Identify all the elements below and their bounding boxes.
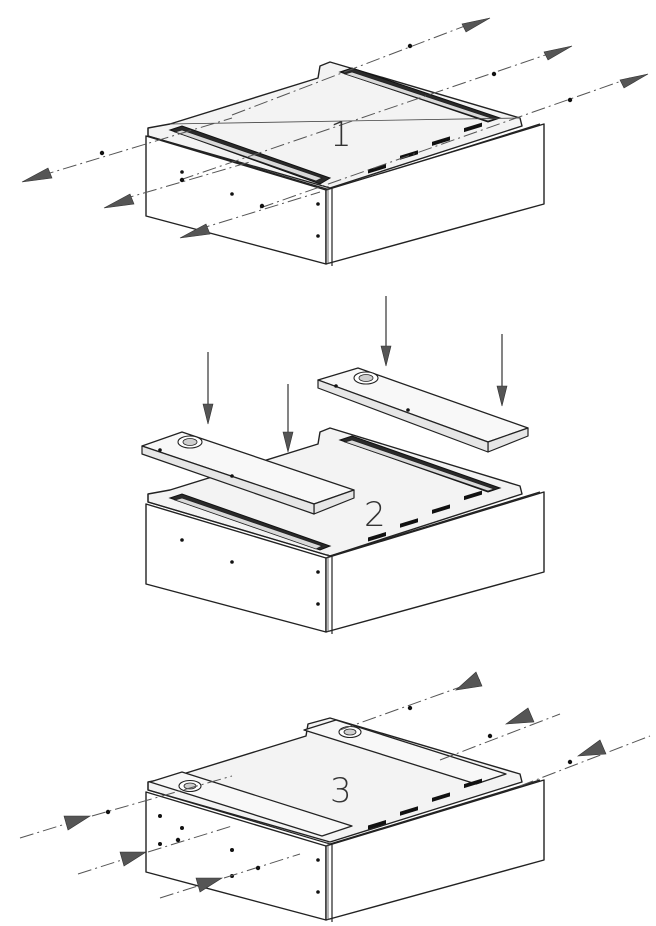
step-2-group: 2 [141, 296, 545, 634]
arrow-down-3 [380, 345, 392, 367]
arrow-out-3 [619, 73, 649, 89]
drawer-body-2 [145, 491, 545, 634]
left-bracket [141, 431, 355, 515]
vent-strip-3 [368, 778, 482, 830]
arrow-in-1 [63, 815, 92, 831]
step-2-arrows [202, 296, 508, 453]
arrow-out-2 [543, 45, 573, 61]
drawer-body-1 [145, 123, 545, 266]
vent-strip-1 [368, 122, 482, 174]
step-2-label: 2 [364, 495, 386, 535]
step-3-group: 3 [19, 671, 651, 922]
step-1-arrows [21, 17, 649, 239]
step-1-group: 1 [21, 17, 649, 266]
arrow-in-6 [576, 739, 607, 757]
arrow-down-1 [202, 403, 214, 425]
arrow-out-4 [21, 167, 53, 183]
arrow-in-3 [195, 877, 224, 893]
right-bracket [317, 367, 529, 453]
step-1-label: 1 [330, 115, 352, 155]
arrow-in-2 [119, 851, 148, 867]
step-3-arrows [19, 671, 651, 899]
arrow-in-4 [455, 671, 483, 691]
vent-strip-2 [368, 490, 482, 542]
arrow-out-1 [461, 17, 491, 33]
step-3-label: 3 [330, 771, 352, 811]
arrow-down-2 [282, 431, 294, 453]
arrow-out-5 [103, 193, 135, 209]
arrow-in-5 [504, 707, 535, 725]
drawer-body-3 [145, 779, 545, 922]
arrow-out-6 [179, 223, 211, 239]
arrow-down-4 [496, 385, 508, 407]
